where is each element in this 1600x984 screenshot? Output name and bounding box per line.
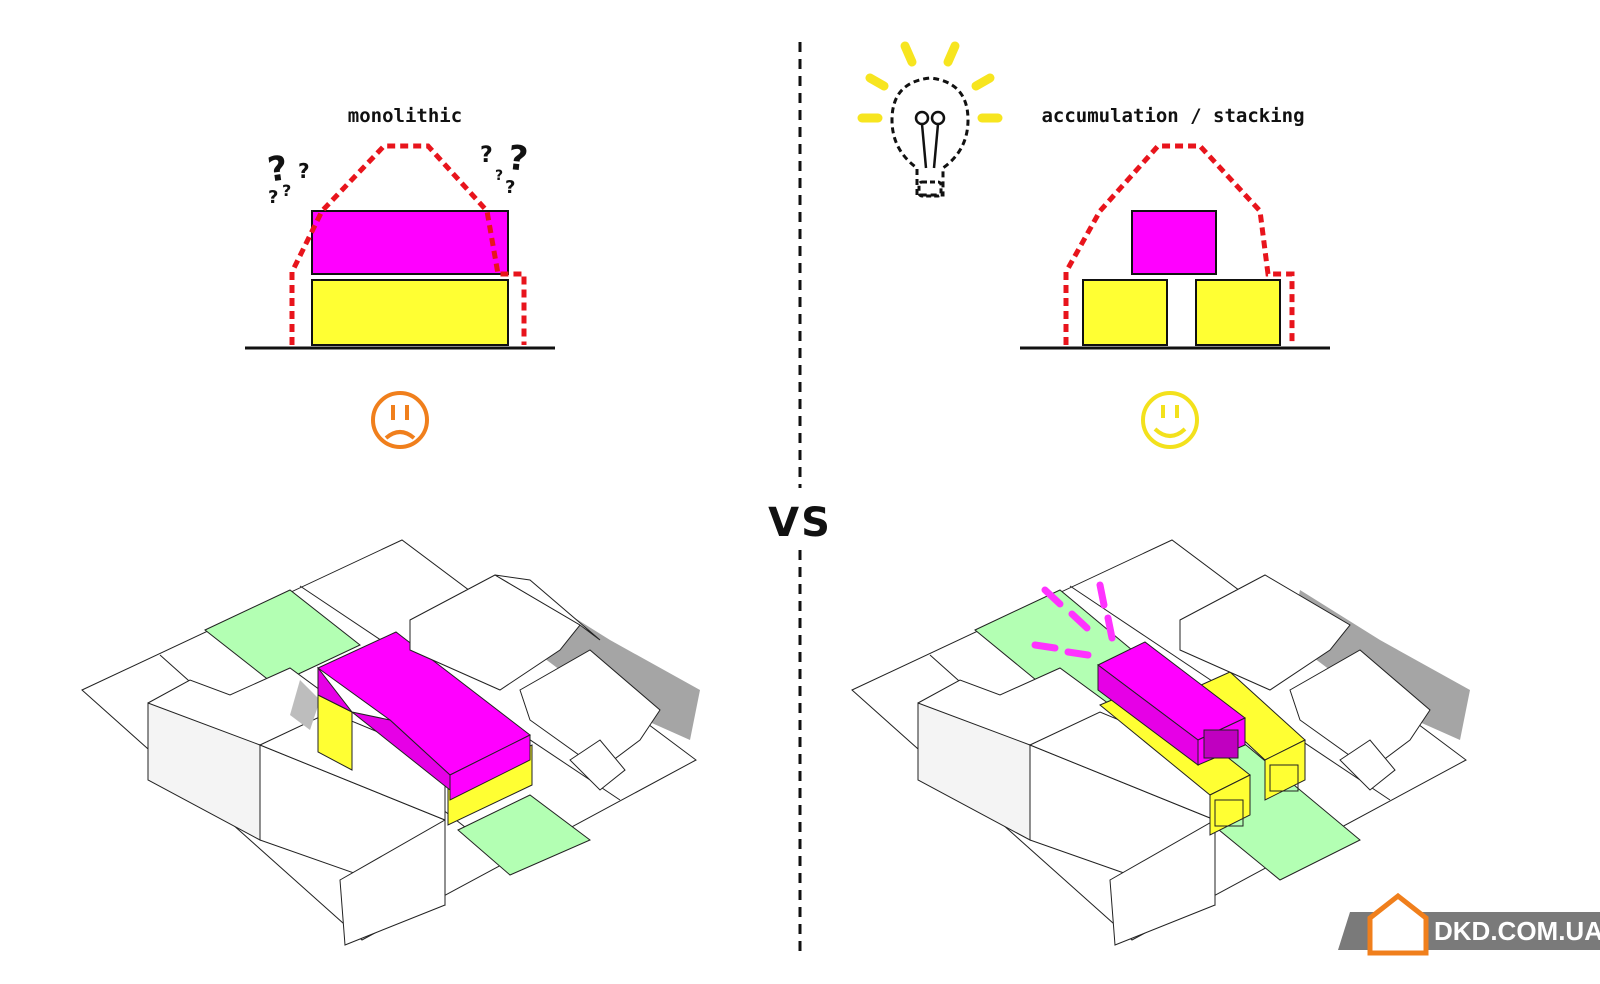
monolithic-section-diagram: monolithic ? ? ? ? ? ? ? ?: [245, 105, 555, 350]
question-mark: ?: [480, 143, 493, 168]
yellow-volume: [1209, 774, 1251, 836]
stacking-section-diagram: accumulation / stacking: [1020, 105, 1330, 350]
magenta-volume: [311, 210, 509, 275]
yellow-volume: [311, 279, 509, 346]
question-mark: ?: [298, 159, 310, 183]
yellow-volume-right: [1195, 279, 1281, 346]
question-mark: ?: [268, 187, 278, 208]
house-outline: [1179, 574, 1351, 691]
red-envelope-outline: [289, 143, 527, 345]
magenta-volume: [449, 734, 531, 801]
house-outline: [519, 649, 661, 771]
neighbour-building: [339, 819, 446, 946]
sad-face-icon: [371, 391, 429, 449]
magenta-spark-lines: [1031, 581, 1116, 659]
monolithic-axonometric: [81, 539, 700, 946]
house-outline: [1289, 649, 1431, 771]
house-outline: [494, 574, 601, 641]
watermark: DKD.COM.UA: [1338, 892, 1600, 956]
house-logo-icon: [1367, 892, 1429, 956]
monolithic-title: monolithic: [348, 105, 462, 127]
neighbour-building: [1109, 819, 1216, 946]
stacking-axonometric: [851, 539, 1470, 946]
smiley-face-icon: [1141, 391, 1199, 449]
question-mark: ?: [282, 181, 291, 200]
green-path: [204, 589, 361, 686]
house-outline: [1339, 739, 1396, 791]
question-mark: ?: [506, 138, 530, 180]
light-bulb-icon: [857, 41, 1003, 198]
magenta-volume: [317, 666, 451, 792]
stacking-title: accumulation / stacking: [1041, 105, 1304, 127]
question-mark: ?: [505, 177, 515, 198]
house-outline: [569, 739, 626, 791]
yellow-volume: [1264, 739, 1306, 801]
question-mark: ?: [495, 168, 503, 184]
yellow-volume-left: [1082, 279, 1168, 346]
watermark-text: DKD.COM.UA: [1434, 916, 1600, 946]
vs-label: VS: [768, 500, 832, 546]
magenta-volume: [1131, 210, 1217, 275]
green-path: [457, 794, 591, 876]
red-envelope-outline: [1063, 143, 1295, 345]
